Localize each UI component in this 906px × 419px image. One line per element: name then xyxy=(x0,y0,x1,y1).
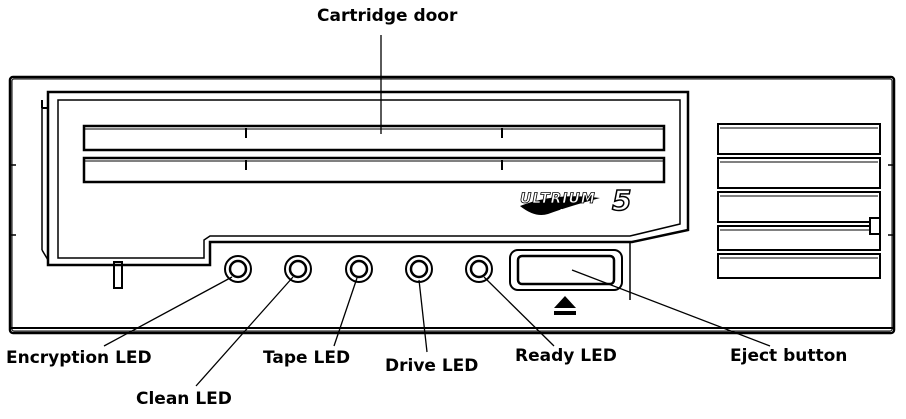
label-eject-button: Eject button xyxy=(730,346,848,366)
label-clean-led: Clean LED xyxy=(136,389,232,409)
logo-sub: LTO xyxy=(560,208,574,216)
label-cartridge-door: Cartridge door xyxy=(317,6,458,26)
logo-generation: 5 xyxy=(612,184,631,217)
leader-lines xyxy=(103,35,771,387)
drive-led xyxy=(405,255,433,283)
label-encryption-led: Encryption LED xyxy=(6,348,152,368)
tape-led xyxy=(345,255,373,283)
ready-led xyxy=(465,255,493,283)
ultrium-lto-logo: ULTRIUM LTO 5 xyxy=(520,183,633,218)
eject-button[interactable] xyxy=(509,249,623,291)
label-ready-led: Ready LED xyxy=(515,346,617,366)
encryption-led xyxy=(224,255,252,283)
logo-brand: ULTRIUM xyxy=(520,191,596,207)
clean-led xyxy=(284,255,312,283)
cartridge-door xyxy=(41,90,690,300)
drive-bezel xyxy=(8,75,896,335)
vent-grille xyxy=(717,123,881,279)
label-drive-led: Drive LED xyxy=(385,356,479,376)
label-tape-led: Tape LED xyxy=(263,348,351,368)
eject-icon xyxy=(554,296,576,315)
